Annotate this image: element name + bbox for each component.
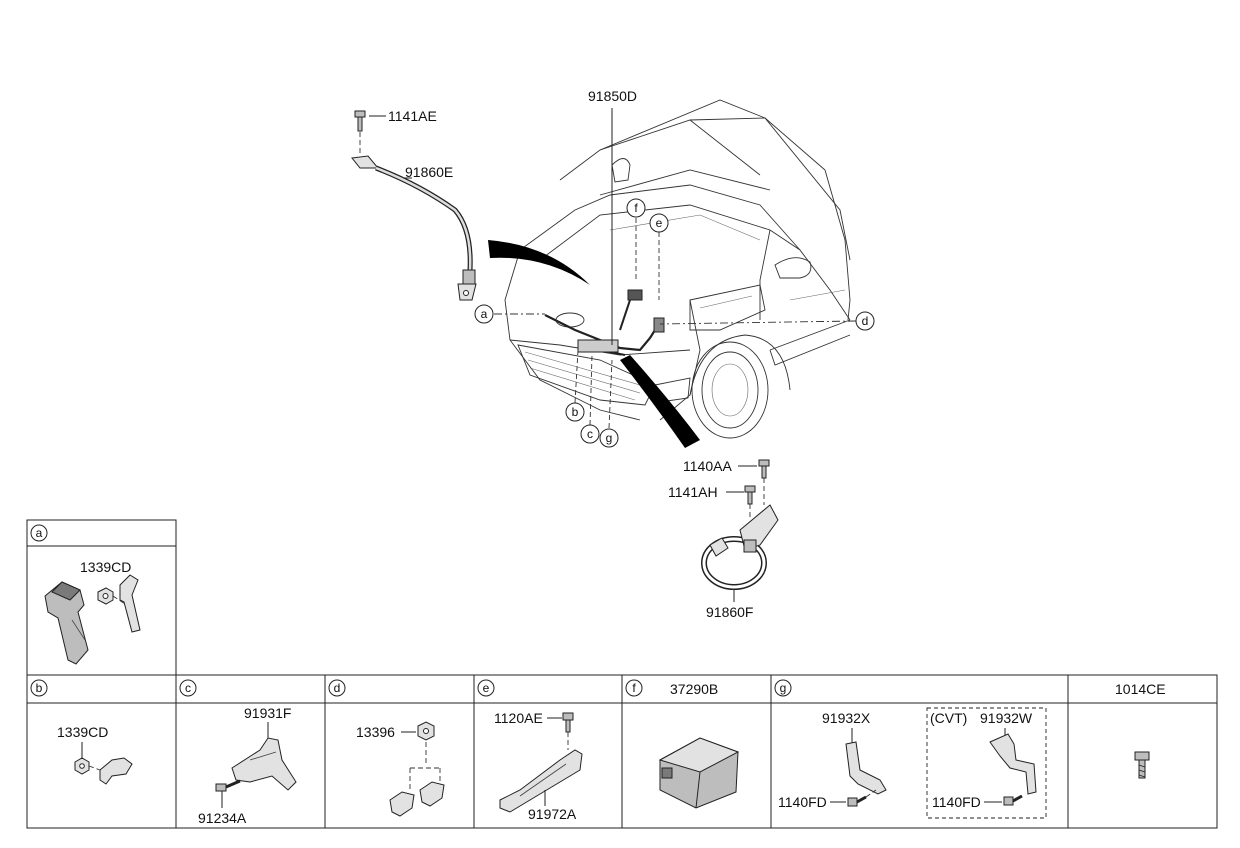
module-37290B-icon: [658, 737, 740, 809]
cvt-variant-box: [926, 707, 1047, 819]
svg-text:a: a: [36, 526, 43, 540]
cell-e: 1120AE 91972A: [494, 710, 583, 822]
cell-d: 13396: [356, 721, 445, 817]
label-1120AE: 1120AE: [494, 710, 543, 726]
svg-text:e: e: [483, 681, 490, 695]
battery-cable-positive-icon: [351, 155, 477, 301]
callout-b: b: [565, 402, 585, 422]
svg-text:d: d: [862, 314, 869, 328]
bolt-1120AE-icon: [562, 712, 574, 733]
label-1140FD-2: 1140FD: [932, 794, 981, 810]
bracket-91932X-icon: [845, 741, 887, 795]
bolt-91234A-icon: [215, 779, 241, 792]
callout-d: d: [855, 311, 875, 331]
label-1141AH: 1141AH: [668, 484, 718, 500]
cell-f: [658, 737, 740, 809]
label-91932X: 91932X: [822, 710, 871, 726]
cell-c: 91931F 91234A: [198, 705, 297, 826]
label-91860F: 91860F: [706, 604, 753, 620]
label-91932W: 91932W: [980, 710, 1033, 726]
detail-box-a: a 1339CD: [26, 519, 177, 676]
label-91972A: 91972A: [528, 806, 577, 822]
connector-block-icon: [44, 581, 89, 665]
svg-text:c: c: [185, 681, 191, 695]
label-91860E: 91860E: [405, 164, 453, 180]
callout-e: e: [649, 213, 669, 233]
svg-text:g: g: [780, 681, 787, 695]
bolt-1140FD-2-icon: [1003, 794, 1023, 806]
table-header-f: f 37290B: [625, 679, 718, 697]
parts-table: [26, 674, 1218, 829]
callout-f: f: [626, 198, 646, 218]
bracket-91931F-icon: [231, 737, 297, 791]
label-1339CD-b: 1339CD: [57, 724, 108, 740]
pointer-arrow-top: [488, 240, 590, 285]
bolt-1140AA-icon: [758, 459, 770, 479]
nut-1339CD-icon: [97, 587, 114, 605]
cell-b: 1339CD: [57, 724, 133, 785]
callout-g: g: [599, 428, 619, 448]
svg-text:e: e: [656, 216, 663, 230]
label-cvt: (CVT): [930, 710, 967, 726]
label-1140AA: 1140AA: [683, 458, 732, 474]
callout-c: c: [580, 424, 600, 444]
table-header-e: e: [477, 679, 495, 697]
table-header-g: g: [774, 679, 792, 697]
clip-d2-icon: [419, 781, 445, 807]
bracket-91932W-icon: [989, 733, 1037, 795]
pointer-arrow-bottom: [620, 355, 700, 448]
bolt-1140FD-1-icon: [847, 795, 867, 807]
bracket-a-icon: [119, 574, 141, 633]
svg-text:b: b: [36, 681, 43, 695]
cell-1014CE: [1134, 751, 1150, 779]
label-1140FD-1: 1140FD: [778, 794, 827, 810]
table-header-d: d: [328, 679, 346, 697]
svg-text:f: f: [632, 681, 636, 695]
label-1014CE: 1014CE: [1115, 681, 1166, 697]
table-header-c: c: [179, 679, 197, 697]
svg-text:c: c: [587, 427, 593, 441]
svg-text:g: g: [606, 431, 613, 445]
label-91234A: 91234A: [198, 810, 247, 826]
label-37290B: 37290B: [670, 681, 718, 697]
clip-d1-icon: [389, 791, 415, 817]
svg-text:b: b: [572, 405, 579, 419]
label-13396: 13396: [356, 724, 395, 740]
callout-a: a: [474, 304, 494, 324]
label-1339CD-a: 1339CD: [80, 559, 131, 575]
cell-g: 91932X 1140FD (CVT) 91932W 1140FD: [778, 707, 1047, 819]
clip-b-icon: [99, 757, 133, 785]
svg-text:a: a: [481, 307, 488, 321]
table-header-1014CE: 1014CE: [1115, 681, 1166, 697]
bolt-1141AH-icon: [744, 485, 756, 505]
label-91850D: 91850D: [588, 88, 637, 104]
svg-text:f: f: [634, 201, 638, 215]
bolt-1141AE-icon: [354, 110, 366, 132]
front-harness-on-vehicle: [544, 289, 665, 356]
label-91931F: 91931F: [244, 705, 291, 721]
battery-cable-negative-icon: [701, 504, 779, 590]
table-header-b: b: [30, 679, 48, 697]
svg-text:d: d: [334, 681, 341, 695]
bolt-1014CE-icon: [1134, 751, 1150, 779]
label-1141AE: 1141AE: [388, 108, 437, 124]
vehicle-outline: [504, 99, 851, 439]
